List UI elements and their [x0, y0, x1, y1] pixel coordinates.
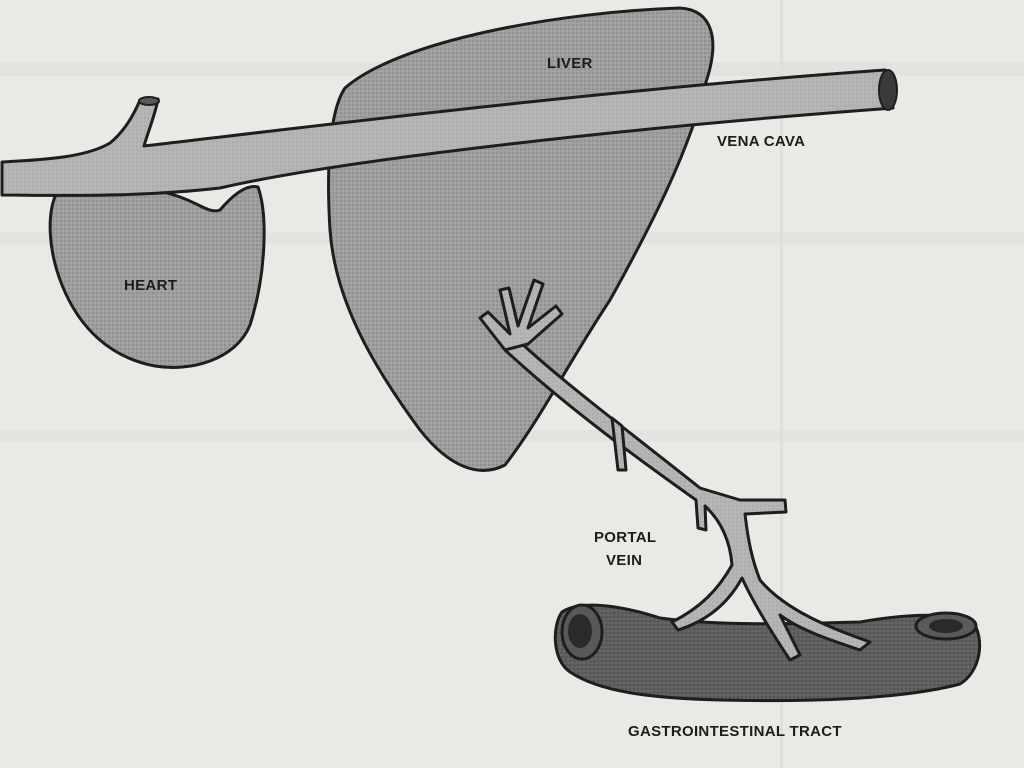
gi-tract-label: GASTROINTESTINAL TRACT — [628, 723, 842, 740]
portal-vein-label-line1: PORTAL — [594, 529, 656, 546]
liver-label: LIVER — [547, 55, 593, 72]
gi-tract-right-lumen — [929, 619, 963, 633]
vena-cava-opening — [878, 69, 898, 111]
portal-vein-label-line2: VEIN — [606, 552, 642, 569]
heart-vessel-opening — [138, 96, 160, 106]
gi-tract-left-lumen — [568, 614, 592, 648]
vena-cava-label: VENA CAVA — [717, 133, 805, 150]
vena-cava-vessel — [0, 68, 895, 197]
heart-shape — [48, 184, 266, 369]
portal-vein-vessel — [478, 278, 872, 662]
heart-label: HEART — [124, 277, 177, 294]
